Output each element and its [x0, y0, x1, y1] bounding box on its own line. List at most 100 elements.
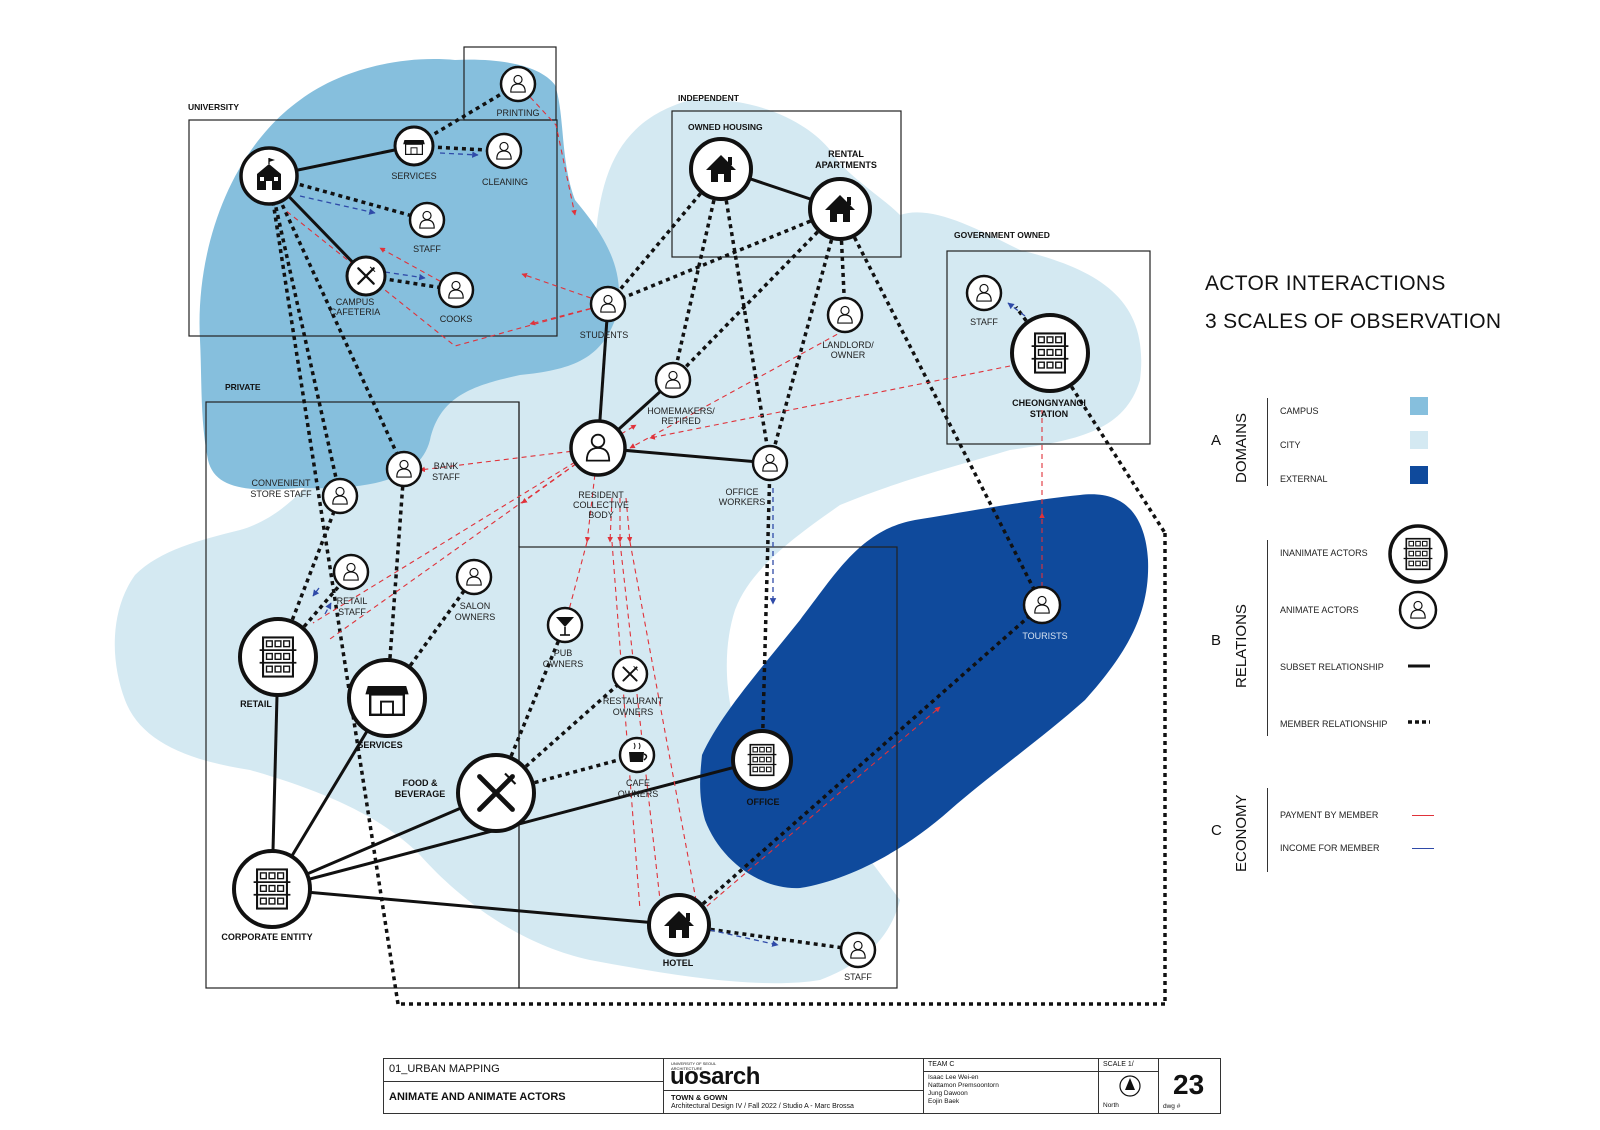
salon-label-1: SALON [460, 601, 491, 611]
staff-gov-node[interactable] [965, 274, 1003, 312]
convenient-store-node[interactable] [321, 477, 359, 515]
cafe-label-1: CAFE [626, 778, 650, 788]
team-member-3: Jung Dawoon [928, 1090, 968, 1097]
legend-economy-label: ECONOMY [1233, 794, 1250, 872]
services-label: SERVICES [357, 740, 402, 750]
campus-cafeteria-node[interactable] [345, 255, 387, 297]
cafe-label-2: OWNERS [618, 789, 659, 799]
legend-subset: SUBSET RELATIONSHIP [1280, 662, 1384, 672]
campus-cafeteria-label-2: CAFETERIA [330, 307, 381, 317]
food-beverage-node[interactable] [456, 753, 536, 833]
services-univ-label: SERVICES [391, 171, 436, 181]
students-label: STUDENTS [580, 330, 629, 340]
owned-housing-label: OWNED HOUSING [688, 122, 763, 132]
cooks-node[interactable] [437, 271, 475, 309]
staff-gov-label: STAFF [970, 317, 998, 327]
cleaning-label: CLEANING [482, 177, 528, 187]
legend-relations-label: RELATIONS [1233, 604, 1250, 688]
legend-c-bar [1267, 788, 1268, 872]
resident-label-2: COLLECTIVE [573, 500, 629, 510]
printing-label: PRINTING [496, 108, 539, 118]
station-label-1: CHEONGNYANGI [1012, 398, 1086, 408]
university-node[interactable] [239, 146, 299, 206]
drawing-title: ANIMATE AND ANIMATE ACTORS [389, 1091, 566, 1103]
corporate-entity-node[interactable] [232, 849, 312, 929]
pub-owners-node[interactable] [546, 606, 584, 644]
retail-node[interactable] [238, 617, 318, 697]
team-member-1: Isaac Lee Wei-en [928, 1074, 979, 1081]
scale-label: SCALE 1/ [1103, 1061, 1134, 1068]
resident-label-3: BODY [588, 510, 614, 520]
homemakers-label-2: RETIRED [661, 416, 701, 426]
legend-income: INCOME FOR MEMBER [1280, 843, 1380, 853]
homemakers-label-1: HOMEMAKERS/ [647, 406, 715, 416]
rental-label-2: APARTMENTS [815, 160, 877, 170]
campus-domain-region [199, 59, 620, 490]
uosarch-logo: uosarch [670, 1063, 760, 1090]
pub-label-1: PUB [554, 648, 573, 658]
tourists-label: TOURISTS [1022, 631, 1067, 641]
cafe-owners-node[interactable] [618, 736, 656, 774]
logo-small-1: UNIVERSITY OF SEOUL [671, 1061, 717, 1066]
homemakers-node[interactable] [654, 361, 692, 399]
resident-collective-node[interactable] [569, 419, 627, 477]
retail-staff-node[interactable] [332, 553, 370, 591]
legend-c-letter: C [1211, 822, 1222, 839]
legend-relation-symbols [1388, 524, 1448, 724]
inanimate-actor-symbol [1388, 524, 1448, 584]
station-node[interactable] [1010, 313, 1090, 393]
bank-staff-node[interactable] [385, 450, 423, 488]
tourists-node[interactable] [1022, 585, 1062, 625]
rental-apartments-node[interactable] [808, 177, 872, 241]
restaurant-owners-node[interactable] [611, 655, 649, 693]
landlord-label-1: LANDLORD/ [822, 340, 874, 350]
university-label: UNIVERSITY [188, 102, 239, 112]
office-workers-node[interactable] [751, 444, 789, 482]
food-label-2: BEVERAGE [395, 789, 446, 799]
animate-actor-symbol [1398, 590, 1438, 630]
resident-label-1: RESIDENT [578, 490, 624, 500]
team-label: TEAM C [928, 1061, 955, 1068]
legend-title: ACTOR INTERACTIONS [1205, 272, 1446, 295]
team-member-4: Eojin Baek [928, 1098, 960, 1105]
drawing-number: 23 [1173, 1069, 1205, 1100]
services-univ-node[interactable] [393, 125, 435, 167]
cooks-label: COOKS [440, 314, 473, 324]
cleaning-node[interactable] [485, 132, 523, 170]
legend-b-bar [1267, 540, 1268, 736]
hotel-node[interactable] [647, 893, 711, 957]
payment-flows [284, 83, 1045, 913]
station-label-2: STATION [1030, 409, 1068, 419]
north-label: North [1103, 1102, 1119, 1109]
logo-cell: UNIVERSITY OF SEOUL ARCHITECTURE uosarch… [664, 1059, 924, 1113]
convenient-label-2: STORE STAFF [250, 489, 312, 499]
services-node[interactable] [347, 658, 427, 738]
convenient-label-1: CONVENIENT [251, 478, 311, 488]
office-workers-label-2: WORKERS [719, 497, 766, 507]
staff-hotel-node[interactable] [839, 931, 877, 969]
external-swatch [1410, 466, 1428, 484]
landlord-node[interactable] [826, 296, 864, 334]
legend-a-bar [1267, 398, 1268, 486]
printing-node[interactable] [499, 65, 537, 103]
legend-payment: PAYMENT BY MEMBER [1280, 810, 1379, 820]
bank-label-2: STAFF [432, 472, 460, 482]
staff-univ-node[interactable] [408, 201, 446, 239]
pub-label-2: OWNERS [543, 659, 584, 669]
team-cell: TEAM C Isaac Lee Wei-en Nattamon Premsoo… [924, 1059, 1099, 1113]
legend-b-letter: B [1211, 632, 1222, 649]
office-workers-label-1: OFFICE [726, 487, 759, 497]
salon-label-2: OWNERS [455, 612, 496, 622]
students-node[interactable] [589, 285, 627, 323]
office-node[interactable] [731, 729, 793, 791]
restaurant-label-1: RESTAURANT [603, 696, 664, 706]
salon-owners-node[interactable] [455, 558, 493, 596]
city-swatch [1410, 431, 1428, 449]
course-name: TOWN & GOWN [671, 1093, 728, 1102]
independent-label: INDEPENDENT [678, 93, 740, 103]
office-label: OFFICE [747, 797, 780, 807]
corporate-label: CORPORATE ENTITY [221, 932, 312, 942]
owned-housing-node[interactable] [689, 137, 753, 201]
legend-subtitle: 3 SCALES OF OBSERVATION [1205, 310, 1502, 333]
